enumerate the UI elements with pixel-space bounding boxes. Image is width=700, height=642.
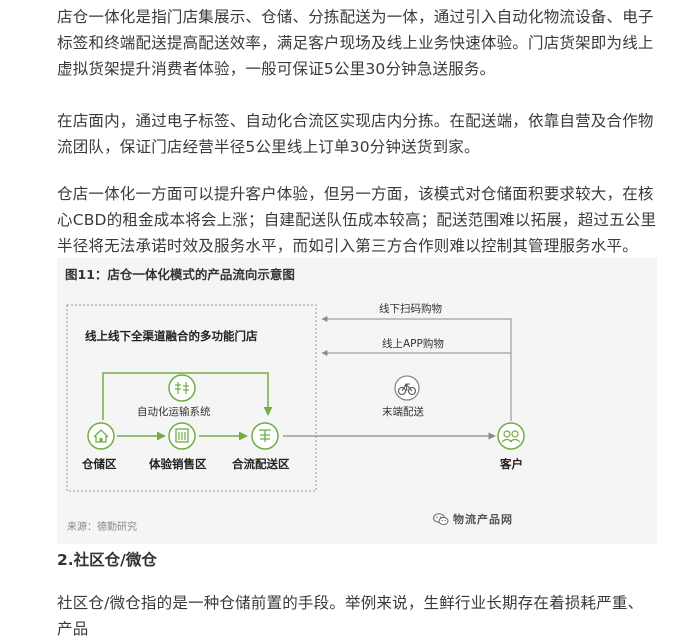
flow-app-label: 线上APP购物 (382, 338, 444, 350)
watermark: 物流产品网 (433, 511, 513, 527)
wechat-icon (433, 512, 449, 525)
node-storage-label: 仓储区 (82, 457, 117, 471)
node-experience-label: 体验销售区 (149, 457, 207, 471)
flow-delivery-label: 末端配送 (382, 406, 424, 418)
figure-source: 来源：德勤研究 (67, 522, 137, 533)
arrow-offline (321, 316, 512, 421)
flow-offline-label: 线下扫码购物 (379, 303, 442, 315)
paragraph-4: 社区仓/微仓指的是一种仓储前置的手段。举例来说，生鲜行业长期存在着损耗严重、产品 (57, 594, 644, 638)
figure-title: 图11：店仓一体化模式的产品流向示意图 (65, 267, 295, 282)
node-customer-label: 客户 (500, 457, 523, 471)
flow-diagram (66, 304, 525, 492)
auto-transport-path (102, 372, 273, 420)
paragraph-3: 仓店一体化一方面可以提升客户体验，但另一方面，该模式对仓储面积要求较大，在核心C… (57, 185, 657, 255)
bicycle-icon (394, 375, 420, 401)
auto-system-label: 自动化运输系统 (137, 406, 211, 418)
node-merge-label: 合流配送区 (232, 457, 290, 471)
paragraph-1: 店仓一体化是指门店集展示、仓储、分拣配送为一体，通过引入自动化物流设备、电子标签… (57, 8, 654, 78)
store-boundary (66, 304, 317, 492)
watermark-label: 物流产品网 (453, 513, 513, 526)
house-icon (87, 422, 115, 450)
section-heading: 2.社区仓/微仓 (57, 551, 157, 569)
people-icon (497, 422, 525, 450)
figure-11: 图11：店仓一体化模式的产品流向示意图 (57, 258, 657, 544)
hanger-icon (251, 422, 279, 450)
store-title: 线上线下全渠道融合的多功能门店 (85, 329, 258, 343)
building-icon (168, 422, 196, 450)
transport-system-icon (168, 374, 196, 402)
paragraph-2: 在店面内，通过电子标签、自动化合流区实现店内分拣。在配送端，依靠自营及合作物流团… (57, 112, 654, 156)
